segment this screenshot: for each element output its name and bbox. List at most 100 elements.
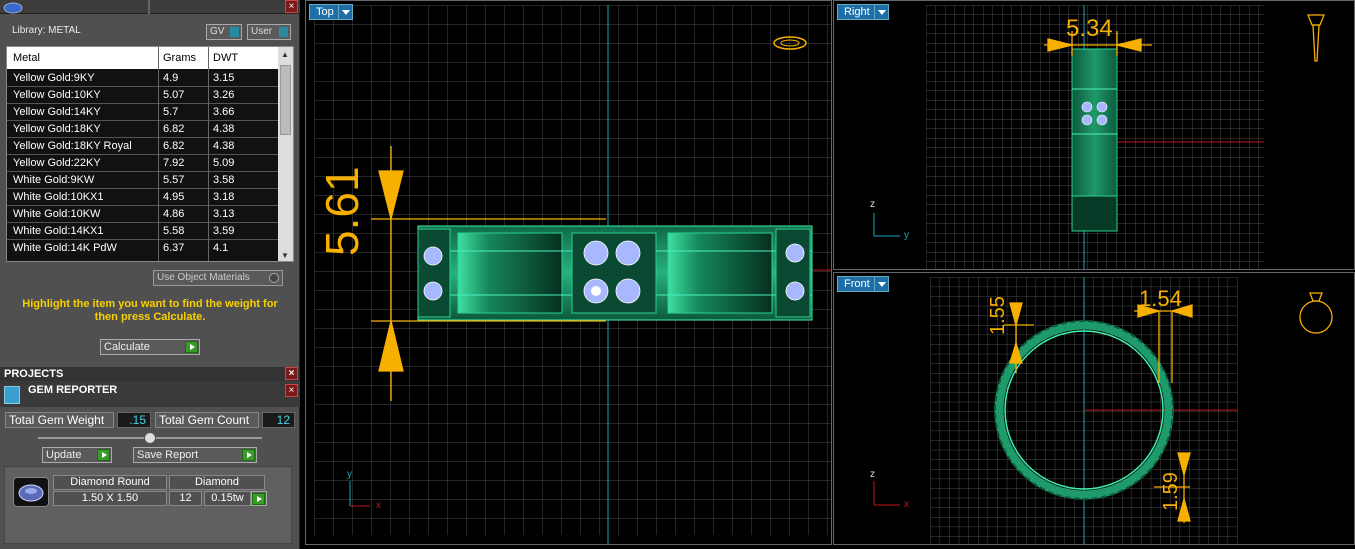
gem-reporter-header: GEM REPORTER × xyxy=(0,381,300,407)
grams-cell: 5.57 xyxy=(163,174,185,186)
left-panel: × Library: METAL GV User Metal Grams DWT… xyxy=(0,0,300,549)
go-arrow-icon xyxy=(252,493,265,505)
user-toggle-label: User xyxy=(251,26,273,37)
scroll-up-icon[interactable]: ▲ xyxy=(281,50,289,59)
table-row[interactable]: Yellow Gold:9KY 4.9 3.15 xyxy=(7,70,279,87)
panel-header: × xyxy=(0,0,300,14)
dwt-cell: 5.09 xyxy=(213,157,235,169)
metal-name-cell: White Gold:14K PdW xyxy=(13,242,117,254)
panel-close-icon[interactable]: × xyxy=(285,0,298,13)
right-viewport-canvas[interactable] xyxy=(834,1,1355,270)
top-dimension-label: 5.61 xyxy=(316,166,368,256)
calculate-button[interactable]: Calculate xyxy=(100,339,200,355)
top-view-selector[interactable]: Top xyxy=(309,4,353,20)
front-viewport-canvas[interactable] xyxy=(834,273,1355,545)
gem-go-button[interactable] xyxy=(251,491,267,506)
right-view-selector[interactable]: Right xyxy=(837,4,889,20)
row-divider xyxy=(7,222,279,223)
metal-name-cell: Yellow Gold:9KY xyxy=(13,72,95,84)
row-divider xyxy=(7,205,279,206)
chevron-down-icon[interactable] xyxy=(337,5,352,19)
row-divider xyxy=(7,120,279,121)
dwt-cell: 4.1 xyxy=(213,242,229,254)
scrollbar-thumb[interactable] xyxy=(280,65,291,135)
dwt-cell: 3.13 xyxy=(213,208,235,220)
gem-weight-cell: 0.15tw xyxy=(204,491,251,506)
row-divider xyxy=(7,239,279,240)
projects-close-icon[interactable]: × xyxy=(285,367,298,380)
column-header-grams[interactable]: Grams xyxy=(163,52,196,64)
diamond-icon xyxy=(18,484,44,502)
gem-thumbnail xyxy=(13,477,49,507)
gv-toggle[interactable]: GV xyxy=(206,24,242,40)
column-header-metal[interactable]: Metal xyxy=(13,52,40,64)
scroll-down-icon[interactable]: ▼ xyxy=(281,251,289,260)
y-axis-label: y xyxy=(904,230,909,241)
dwt-cell: 3.15 xyxy=(213,72,235,84)
row-divider xyxy=(7,86,279,87)
projects-title: PROJECTS xyxy=(4,368,64,380)
ring-front-view-icon xyxy=(1299,292,1333,334)
front-dimension-top-left: 1.55 xyxy=(987,296,1009,335)
dwt-cell: 3.66 xyxy=(213,106,235,118)
z-axis-label: z xyxy=(870,469,875,480)
column-divider xyxy=(208,47,209,261)
grams-cell: 5.07 xyxy=(163,89,185,101)
grams-cell: 4.9 xyxy=(163,72,179,84)
column-divider xyxy=(158,47,159,261)
use-object-materials-toggle[interactable]: Use Object Materials xyxy=(153,270,283,286)
gem-shape-cell: Diamond Round xyxy=(53,475,167,490)
column-header-dwt[interactable]: DWT xyxy=(213,52,239,64)
top-viewport-canvas[interactable] xyxy=(306,1,832,545)
right-viewport[interactable]: Right 5.34 z y xyxy=(833,0,1355,270)
axis-indicator xyxy=(349,481,370,507)
user-toggle[interactable]: User xyxy=(247,24,291,40)
grams-cell: 7.92 xyxy=(163,157,185,169)
update-button[interactable]: Update xyxy=(42,447,112,463)
row-divider xyxy=(7,154,279,155)
gv-toggle-label: GV xyxy=(210,26,225,37)
metal-name-cell: Yellow Gold:10KY xyxy=(13,89,101,101)
user-toggle-indicator xyxy=(279,27,288,37)
front-view-label: Front xyxy=(844,278,870,290)
chevron-down-icon[interactable] xyxy=(873,5,888,19)
gem-report-row[interactable]: Diamond Round Diamond 1.50 X 1.50 12 0.1… xyxy=(4,466,292,544)
splitter-handle[interactable] xyxy=(144,432,156,444)
grams-cell: 5.58 xyxy=(163,225,185,237)
metal-name-cell: Yellow Gold:18KY xyxy=(13,123,101,135)
header-separator xyxy=(148,0,150,14)
top-viewport[interactable]: Top 5.61 x y xyxy=(305,0,832,545)
front-dimension-top-right: 1.54 xyxy=(1139,286,1182,311)
chevron-down-icon[interactable] xyxy=(873,277,888,291)
go-arrow-icon xyxy=(185,341,198,353)
right-view-label: Right xyxy=(844,6,870,18)
row-divider xyxy=(7,188,279,189)
front-viewport[interactable]: Front 1.55 1.54 1.59 z x xyxy=(833,272,1355,545)
dwt-cell: 3.59 xyxy=(213,225,235,237)
gem-reporter-close-icon[interactable]: × xyxy=(285,384,298,397)
x-axis-label: x xyxy=(376,500,381,511)
front-view-selector[interactable]: Front xyxy=(837,276,889,292)
top-view-label: Top xyxy=(316,6,334,18)
gv-toggle-indicator xyxy=(230,27,239,37)
radio-indicator xyxy=(269,273,279,283)
gem-size-cell: 1.50 X 1.50 xyxy=(53,491,167,506)
grams-cell: 4.95 xyxy=(163,191,185,203)
projects-header[interactable]: PROJECTS × xyxy=(0,367,300,381)
gem-logo-icon xyxy=(3,2,23,14)
save-report-button[interactable]: Save Report xyxy=(133,447,257,463)
metal-table-scrollbar[interactable]: ▲ ▼ xyxy=(278,47,293,261)
x-axis-label: x xyxy=(904,499,909,510)
right-dimension-label: 5.34 xyxy=(1066,15,1113,42)
